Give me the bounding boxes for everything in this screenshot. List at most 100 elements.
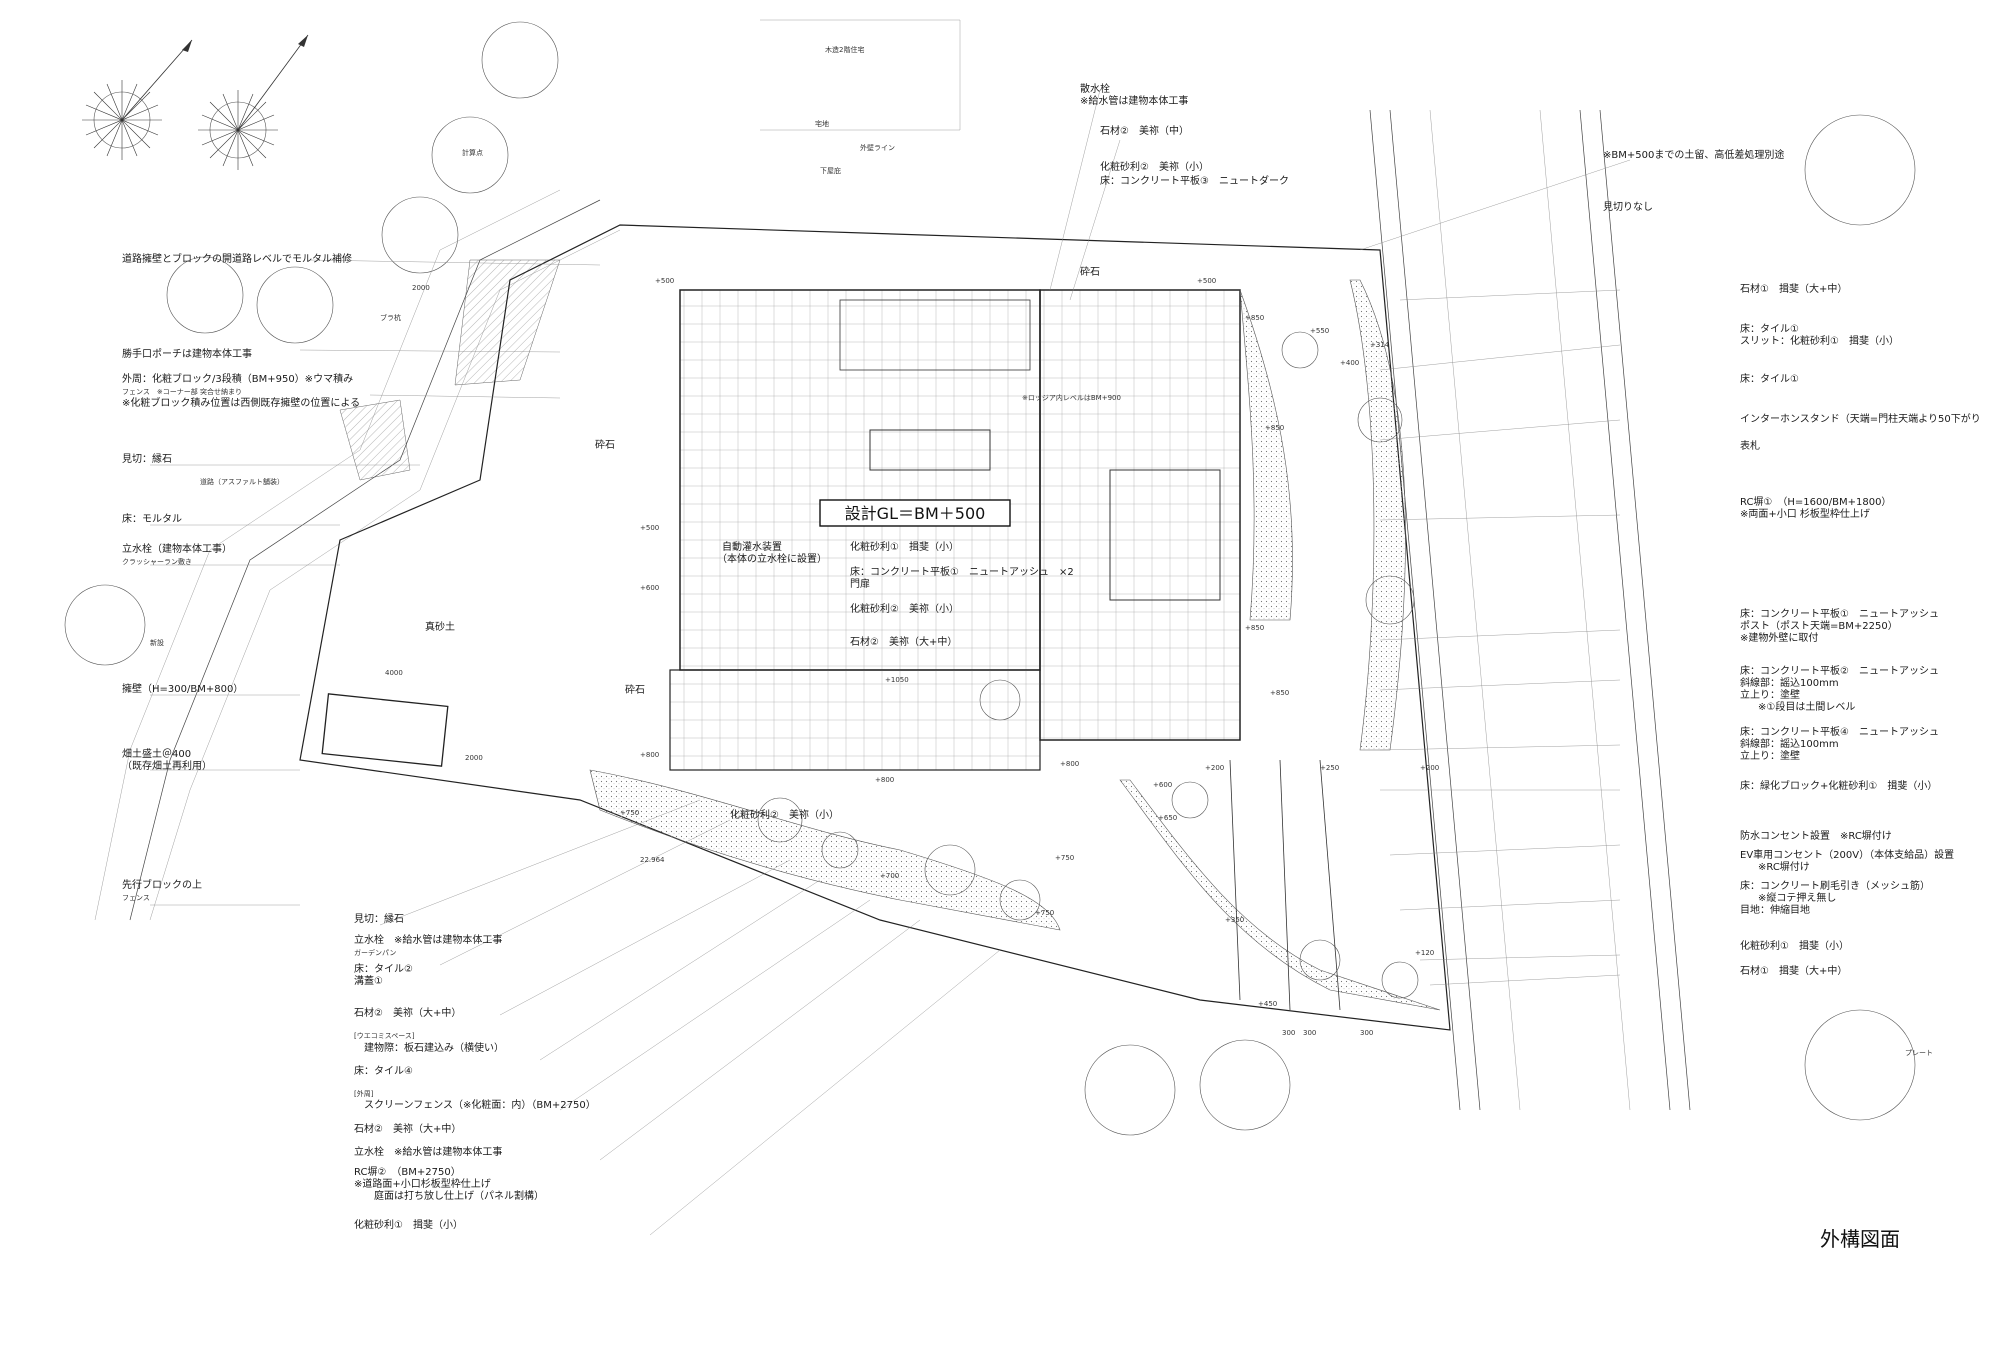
zone-gravel-left: 砕石 bbox=[595, 439, 615, 451]
svg-text:新設: 新設 bbox=[150, 638, 164, 647]
svg-text:300: 300 bbox=[1282, 1029, 1295, 1037]
svg-text:+600: +600 bbox=[1153, 781, 1172, 789]
planting-bed-entry bbox=[1349, 279, 1406, 751]
svg-text:見切：縁石: 見切：縁石 bbox=[354, 912, 404, 925]
svg-text:+700: +700 bbox=[880, 872, 899, 880]
svg-text:見切：縁石: 見切：縁石 bbox=[122, 452, 172, 465]
svg-text:庭面は打ち放し仕上げ（パネル割構）: 庭面は打ち放し仕上げ（パネル割構） bbox=[374, 1189, 544, 1202]
svg-text:+850: +850 bbox=[1245, 624, 1264, 632]
svg-text:+250: +250 bbox=[1320, 764, 1339, 772]
svg-text:+200: +200 bbox=[1420, 764, 1439, 772]
svg-text:+800: +800 bbox=[1060, 760, 1079, 768]
svg-text:※両面+小口 杉板型枠仕上げ: ※両面+小口 杉板型枠仕上げ bbox=[1740, 507, 1870, 520]
svg-text:床：タイル①: 床：タイル① bbox=[1740, 372, 1799, 385]
svg-text:斜線部：謡込100mm: 斜線部：謡込100mm bbox=[1740, 737, 1839, 750]
left-notes: 道路擁壁とブロックの開道路レベルでモルタル補修 勝手口ポーチは建物本体工事 外周… bbox=[122, 252, 360, 902]
svg-text:フェンス: フェンス bbox=[122, 894, 150, 902]
planting-bed-corner bbox=[1119, 779, 1441, 1011]
svg-text:ポスト（ポスト天端=BM+2250）: ポスト（ポスト天端=BM+2250） bbox=[1740, 619, 1898, 632]
svg-text:※縦コテ押え無し: ※縦コテ押え無し bbox=[1758, 891, 1836, 904]
bench bbox=[869, 429, 991, 471]
zone-gravel-top: 砕石 bbox=[1080, 266, 1100, 278]
garden-bed bbox=[321, 693, 449, 767]
svg-text:見切りなし: 見切りなし bbox=[1603, 201, 1653, 213]
svg-text:+750: +750 bbox=[1055, 854, 1074, 862]
svg-text:+850: +850 bbox=[1245, 314, 1264, 322]
zone-concrete-slab: 床：コンクリート平板① ニュートアッシュ ×2 bbox=[850, 565, 1074, 578]
planting-bed-south bbox=[589, 769, 1061, 931]
svg-text:先行ブロックの上: 先行ブロックの上 bbox=[122, 878, 202, 891]
parking-lines bbox=[1229, 759, 1341, 1011]
drawing-title: 外構図面 bbox=[1820, 1227, 1900, 1251]
svg-text:ガーデンパン: ガーデンパン bbox=[354, 948, 396, 957]
svg-text:床：タイル①: 床：タイル① bbox=[1740, 322, 1799, 335]
hatched-area bbox=[339, 399, 411, 481]
zone-stone2: 石材② 美祢（大+中） bbox=[850, 635, 957, 648]
svg-text:床：タイル④: 床：タイル④ bbox=[354, 1064, 413, 1077]
svg-text:+750: +750 bbox=[620, 809, 639, 817]
svg-text:立水栓 ※給水管は建物本体工事: 立水栓 ※給水管は建物本体工事 bbox=[354, 933, 502, 946]
svg-text:外周：化粧ブロック/3段積（BM+950）※ウマ積み: 外周：化粧ブロック/3段積（BM+950）※ウマ積み bbox=[122, 372, 353, 385]
zone-gravel2-bottom: 化粧砂利② 美祢（小） bbox=[730, 808, 839, 821]
svg-text:建物際：板石建込み（横使い）: 建物際：板石建込み（横使い） bbox=[364, 1041, 504, 1054]
svg-text:石材② 美祢（大+中）: 石材② 美祢（大+中） bbox=[354, 1122, 461, 1135]
svg-text:+350: +350 bbox=[1225, 916, 1244, 924]
svg-text:溝蓋①: 溝蓋① bbox=[354, 974, 383, 987]
left-road-lines bbox=[94, 189, 621, 921]
svg-text:※①段目は土間レベル: ※①段目は土間レベル bbox=[1758, 700, 1855, 713]
svg-text:+450: +450 bbox=[1258, 1000, 1277, 1008]
svg-text:床：コンクリート平板③ ニュートダーク: 床：コンクリート平板③ ニュートダーク bbox=[1100, 174, 1289, 187]
svg-text:+800: +800 bbox=[875, 776, 894, 784]
hatched-area bbox=[454, 259, 561, 386]
dimensions: 2000 4000 22.964 300 300 300 2000 bbox=[385, 284, 1373, 1037]
svg-text:石材② 美祢（中）: 石材② 美祢（中） bbox=[1100, 124, 1189, 137]
svg-text:表札: 表札 bbox=[1740, 439, 1760, 452]
svg-text:EV車用コンセント（200V）（本体支給品）設置: EV車用コンセント（200V）（本体支給品）設置 bbox=[1740, 848, 1954, 861]
zone-gravel2: 化粧砂利② 美祢（小） bbox=[850, 602, 959, 615]
site-labels: 木造2階住宅 宅地 外壁ライン 下屋庇 新設 計算点 ブラ杭 道路（アスファルト… bbox=[150, 45, 1933, 1057]
top-notes: 散水栓 ※給水管は建物本体工事 石材② 美祢（中） 化粧砂利② 美祢（小） 床：… bbox=[1080, 82, 1289, 187]
svg-text:+850: +850 bbox=[1265, 424, 1284, 432]
svg-text:22.964: 22.964 bbox=[640, 856, 665, 864]
design-gl-label: 設計GL＝BM＋500 bbox=[845, 504, 986, 523]
svg-text:防水コンセント設置 ※RC塀付け: 防水コンセント設置 ※RC塀付け bbox=[1740, 829, 1892, 842]
svg-text:+850: +850 bbox=[1270, 689, 1289, 697]
planting-bed-east bbox=[1239, 289, 1293, 621]
right-notes: ※BM+500までの土留、高低差処理別途 見切りなし 石材① 揖斐（大+中） 床… bbox=[1603, 148, 1981, 977]
svg-text:+800: +800 bbox=[640, 751, 659, 759]
svg-text:+750: +750 bbox=[1035, 909, 1054, 917]
svg-text:2000: 2000 bbox=[465, 754, 483, 762]
svg-text:畑土盛土＠400: 畑土盛土＠400 bbox=[122, 747, 191, 760]
svg-text:+500: +500 bbox=[640, 524, 659, 532]
svg-text:石材① 揖斐（大+中）: 石材① 揖斐（大+中） bbox=[1740, 282, 1847, 295]
svg-text:※給水管は建物本体工事: ※給水管は建物本体工事 bbox=[1080, 94, 1188, 107]
zone-gate: 門扉 bbox=[850, 577, 870, 590]
svg-text:プレート: プレート bbox=[1905, 1049, 1933, 1057]
compass-rose-icon bbox=[198, 34, 309, 170]
svg-text:床：コンクリート平板④ ニュートアッシュ: 床：コンクリート平板④ ニュートアッシュ bbox=[1740, 725, 1939, 738]
svg-text:+500: +500 bbox=[655, 277, 674, 285]
svg-text:※BM+500までの土留、高低差処理別途: ※BM+500までの土留、高低差処理別途 bbox=[1603, 148, 1784, 161]
svg-text:+600: +600 bbox=[640, 584, 659, 592]
svg-text:※RC塀付け: ※RC塀付け bbox=[1758, 860, 1810, 873]
level-tags: +500 +500 +500 +600 +850 +850 +850 +850 … bbox=[620, 277, 1439, 1008]
svg-text:+120: +120 bbox=[1415, 949, 1434, 957]
zone-auto-irrigation-sub: （本体の立水栓に設置） bbox=[717, 552, 827, 565]
zone-masa-soil: 真砂土 bbox=[425, 620, 455, 633]
svg-text:300: 300 bbox=[1303, 1029, 1316, 1037]
svg-text:フェンス ※コーナー部 突合せ納まり: フェンス ※コーナー部 突合せ納まり bbox=[122, 387, 242, 396]
svg-text:[ウエコミスペース]: [ウエコミスペース] bbox=[354, 1032, 415, 1040]
svg-text:床：モルタル: 床：モルタル bbox=[122, 512, 182, 525]
svg-text:擁壁（H=300/BM+800）: 擁壁（H=300/BM+800） bbox=[122, 682, 243, 695]
svg-text:RC塀① （H=1600/BM+1800）: RC塀① （H=1600/BM+1800） bbox=[1740, 496, 1891, 508]
svg-text:計算点: 計算点 bbox=[462, 148, 483, 157]
building-west bbox=[679, 289, 1041, 671]
svg-text:（既存畑土再利用）: （既存畑土再利用） bbox=[122, 759, 212, 772]
svg-text:道路（アスファルト舗装）: 道路（アスファルト舗装） bbox=[200, 477, 284, 486]
svg-text:インターホンスタンド（天端=門柱天端より50下がり: インターホンスタンド（天端=門柱天端より50下がり bbox=[1740, 412, 1981, 425]
svg-text:※化粧ブロック積み位置は西側既存擁壁の位置による: ※化粧ブロック積み位置は西側既存擁壁の位置による bbox=[122, 396, 360, 409]
svg-text:※道路面+小口杉板型枠仕上げ: ※道路面+小口杉板型枠仕上げ bbox=[354, 1177, 491, 1190]
svg-text:木造2階住宅: 木造2階住宅 bbox=[825, 45, 864, 54]
road-lines bbox=[1369, 109, 1691, 1111]
